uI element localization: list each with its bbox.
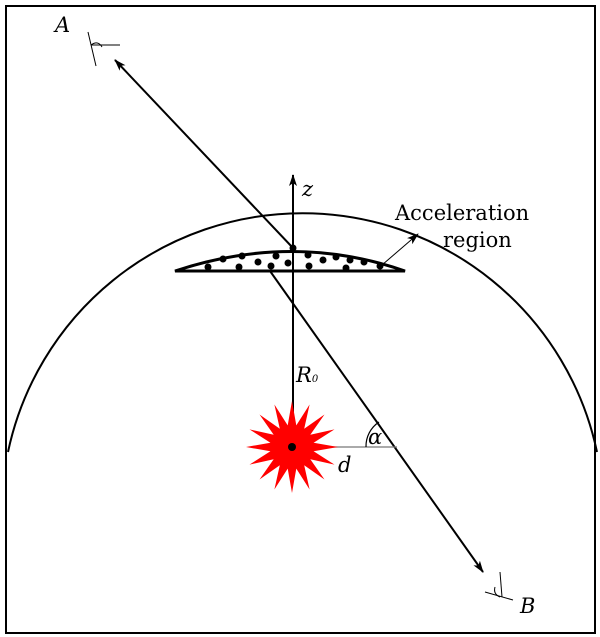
particle-dot	[305, 262, 313, 270]
acceleration-region	[174, 250, 406, 273]
particle-dot	[376, 262, 384, 270]
particle-dot	[267, 262, 275, 270]
particle-dot	[254, 258, 262, 266]
particle-dot	[238, 252, 246, 260]
particle-dot	[360, 258, 368, 266]
line-of-sight-b	[269, 270, 484, 573]
frame	[5, 5, 596, 634]
label-region: region	[443, 228, 512, 252]
angle-arc	[365, 421, 380, 448]
particle-dot	[342, 264, 350, 272]
particle-dot	[235, 263, 243, 271]
surface-arc	[7, 212, 598, 453]
label-b: B	[519, 594, 535, 618]
source-point	[288, 443, 296, 451]
particle-dot	[219, 255, 227, 263]
label-d: d	[338, 453, 351, 477]
label-alpha: α	[368, 425, 382, 449]
particle-dot	[346, 256, 354, 264]
particle-dot	[204, 263, 212, 271]
particle-dot	[272, 252, 280, 260]
particle-dot	[284, 259, 292, 267]
region-pointer	[381, 233, 419, 266]
particle-dot	[319, 256, 327, 264]
observer-a-eye-icon	[87, 31, 120, 67]
particle-dot	[332, 253, 340, 261]
label-a: A	[53, 13, 70, 37]
label-z: z	[301, 177, 314, 201]
intersection-point	[289, 244, 297, 252]
observer-b-eye-icon	[484, 571, 514, 601]
line-of-sight-a	[114, 59, 294, 249]
label-acceleration: Acceleration	[394, 201, 529, 225]
label-r0: R0	[295, 363, 319, 387]
particle-dot	[304, 251, 312, 259]
